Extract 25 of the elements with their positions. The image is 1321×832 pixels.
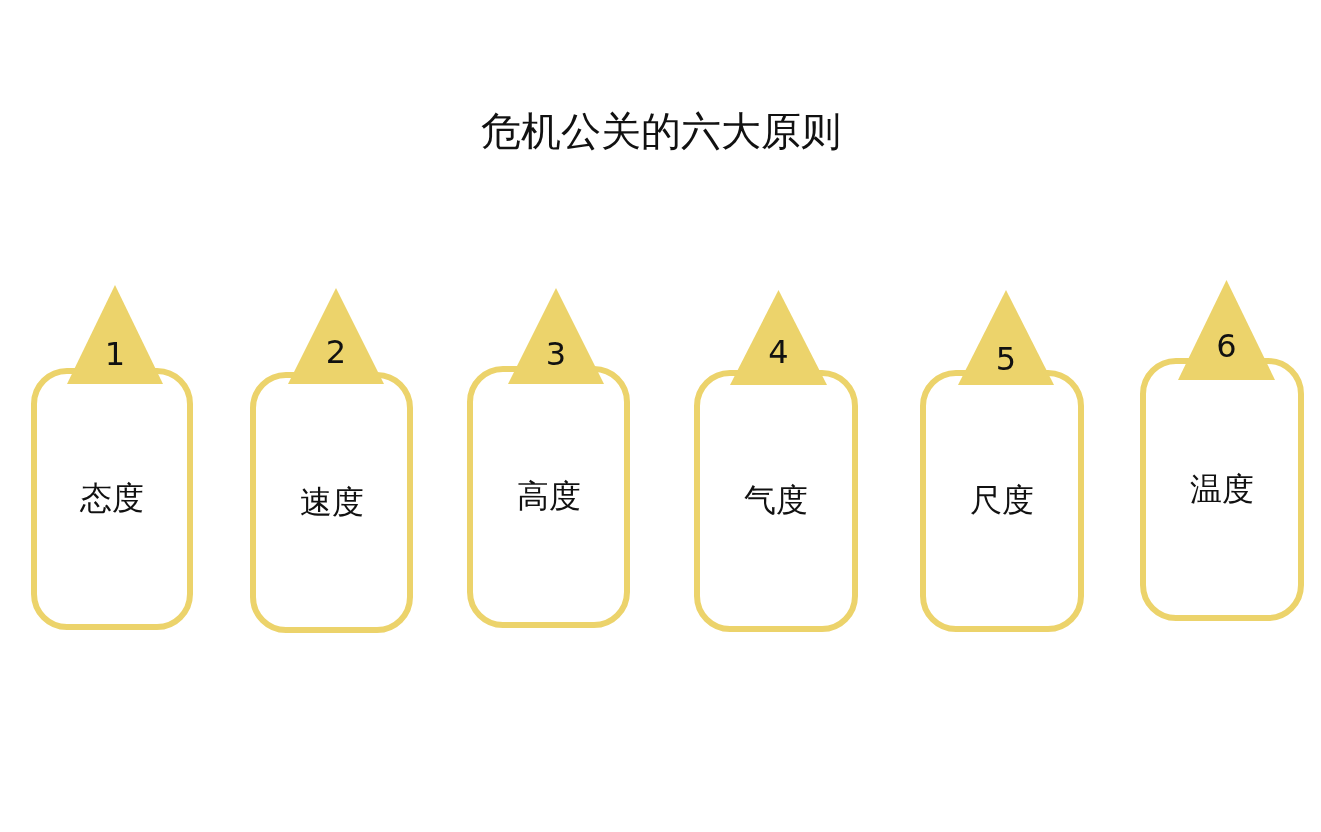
step-number: 4 (767, 333, 790, 371)
principle-label: 态度 (80, 478, 144, 519)
step-number: 6 (1215, 327, 1238, 365)
principle-label: 尺度 (970, 480, 1034, 521)
step-number: 2 (324, 333, 348, 371)
principle-card (1140, 358, 1304, 621)
number-triangle (288, 288, 384, 384)
principle-card (31, 368, 193, 630)
diagram-title: 危机公关的六大原则 (479, 107, 842, 156)
step-number: 3 (544, 335, 568, 373)
number-triangle (1178, 280, 1275, 380)
number-triangle (67, 285, 163, 384)
principle-label: 气度 (744, 480, 808, 521)
principle-card (250, 372, 413, 633)
principle-card (920, 370, 1084, 632)
number-triangle (958, 290, 1054, 385)
step-number: 5 (994, 340, 1018, 378)
principle-label: 高度 (516, 476, 581, 517)
number-triangle (730, 290, 827, 385)
principle-card (467, 366, 630, 628)
principle-label: 温度 (1190, 468, 1254, 510)
step-number: 1 (103, 335, 127, 373)
principle-card (694, 370, 858, 632)
number-triangle (508, 288, 604, 384)
principle-label: 速度 (299, 481, 364, 523)
